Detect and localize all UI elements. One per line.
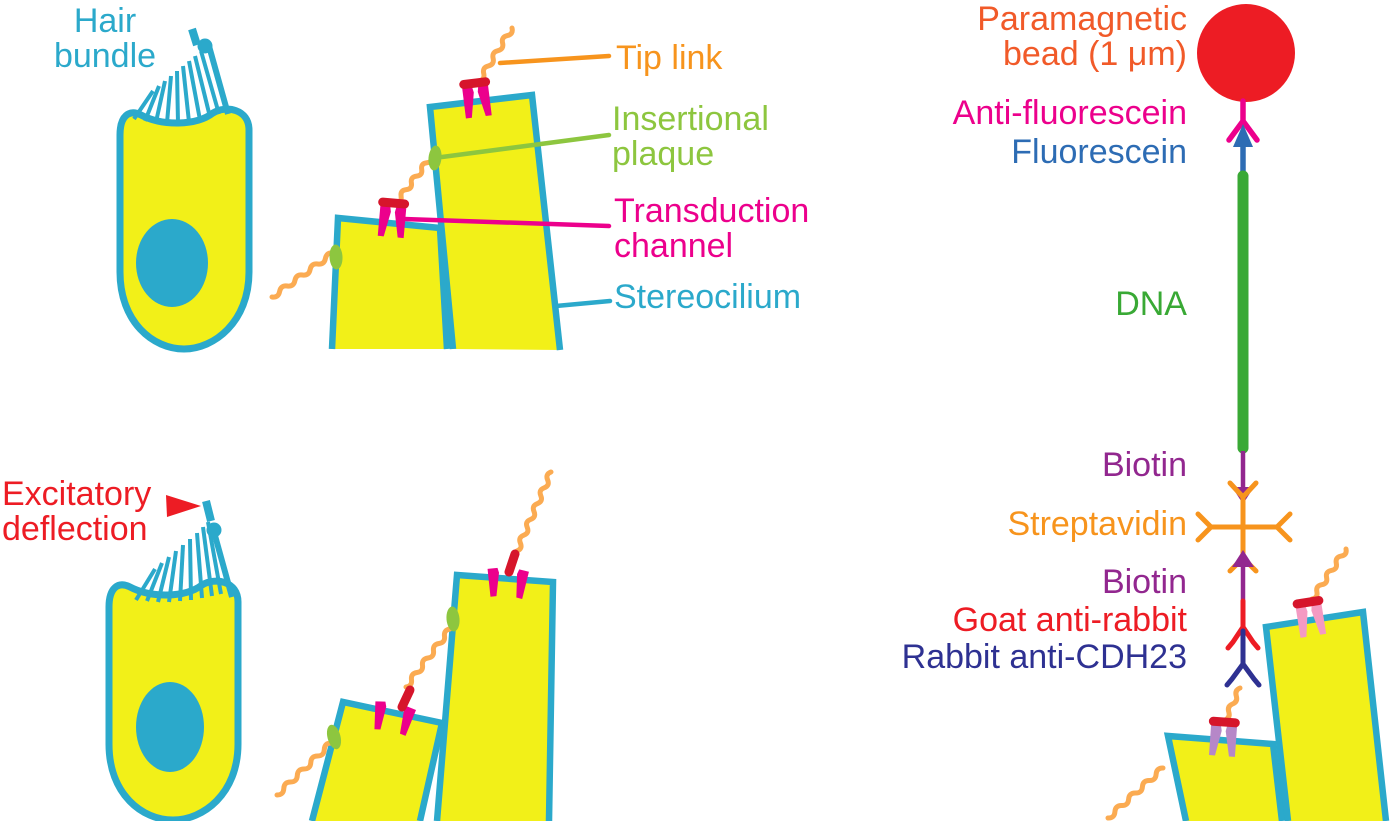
- kinocilium: [206, 45, 231, 115]
- hair-bundle-label-line1: Hair: [73, 2, 137, 40]
- transduction-channel-leader: [401, 216, 612, 229]
- rabbit-anti-cdh23-antibody: [1224, 628, 1262, 688]
- rabbit-anti-cdh23-label: Rabbit anti-CDH23: [901, 638, 1187, 676]
- anti-fluorescein-label: Anti-fluorescein: [952, 94, 1187, 132]
- hair-bundle-deflected: [134, 500, 235, 603]
- insertional-plaque: [326, 724, 342, 750]
- tip-link-coil: [476, 25, 515, 84]
- excitatory-deflection-label: Excitatory deflection: [2, 477, 151, 547]
- stereocilium-leader: [553, 298, 613, 309]
- transduction-channel-open: [374, 701, 417, 736]
- goat-anti-rabbit-antibody: [1225, 598, 1261, 651]
- paramagnetic-bead-label-line2: bead (1 μm): [1003, 35, 1187, 73]
- biotin-lower-label: Biotin: [1101, 563, 1187, 601]
- anti-fluorescein-antibody: [1226, 98, 1260, 143]
- tip-link-coil: [403, 626, 453, 690]
- tip-link-coil: [269, 250, 336, 300]
- goat-anti-rabbit-label: Goat anti-rabbit: [952, 601, 1187, 639]
- biotin-lower-arrowhead: [1232, 550, 1254, 567]
- tip-link-coil: [274, 740, 334, 798]
- transduction-channel-label: Transduction channel: [614, 194, 809, 264]
- tip-link-coil: [1222, 685, 1243, 723]
- tall-stereocilium: [1262, 608, 1390, 821]
- insertional-plaque-label-line1: Insertional: [612, 100, 769, 138]
- hair-bundle-label: Hair bundle: [24, 4, 186, 74]
- hair-bundle-stereocilia: [132, 27, 231, 124]
- fluorescein-label: Fluorescein: [1011, 133, 1187, 171]
- tall-stereocilium: [433, 571, 557, 821]
- kinocilium: [211, 531, 235, 598]
- nucleus: [136, 682, 204, 772]
- biotin-upper-label: Biotin: [1101, 446, 1187, 484]
- tip-link-label: Tip link: [616, 39, 723, 77]
- channel-gate-open: [504, 549, 520, 577]
- excitatory-deflection-label-line1: Excitatory: [2, 475, 152, 513]
- channel-gate-open: [397, 685, 415, 712]
- transduction-channel-pink: [1292, 596, 1327, 638]
- tip-link-leader: [497, 53, 612, 66]
- insertional-plaque-leader: [439, 132, 612, 160]
- tip-link-coil: [393, 153, 435, 206]
- kinocilium-bulb: [197, 38, 213, 54]
- hair-bundle-label-line2: bundle: [53, 37, 157, 75]
- insertional-plaque-label-line2: plaque: [612, 135, 715, 173]
- fluorescein-arrowhead: [1233, 124, 1253, 147]
- tip-link-coil: [1105, 765, 1166, 821]
- hair-cell-resting: [116, 27, 253, 353]
- transduction-channel-closed: [377, 197, 410, 239]
- tip-link-coil: [1309, 546, 1349, 602]
- stereocilium-label: Stereocilium: [614, 278, 802, 316]
- short-stereocilium: [328, 214, 451, 350]
- kinocilium-tip: [188, 27, 201, 47]
- nucleus: [136, 219, 208, 307]
- stereocilia-pair-deflected: [274, 469, 557, 821]
- kinocilium-tip: [202, 500, 215, 522]
- transduction-channel-label-line1: Transduction: [614, 192, 810, 230]
- insertional-plaque: [329, 244, 343, 270]
- excitatory-deflection-arrow: [166, 495, 201, 517]
- hair-cell-deflected: [105, 495, 242, 821]
- insertional-plaque: [428, 145, 442, 171]
- stereocilia-pair-tethered: [1105, 546, 1390, 821]
- transduction-channel-lilac: [1208, 716, 1240, 757]
- paramagnetic-bead-label: Paramagnetic bead (1 μm): [977, 2, 1187, 72]
- bead-tether-chain: [1195, 4, 1295, 688]
- short-stereocilium: [308, 698, 446, 821]
- tip-link-coil: [514, 469, 554, 554]
- dna-label: DNA: [1115, 285, 1187, 323]
- insertional-plaque-label: Insertional plaque: [612, 102, 769, 172]
- transduction-channel-label-line2: channel: [614, 227, 734, 265]
- insertional-plaque: [446, 606, 460, 632]
- kinocilium-bulb: [206, 522, 222, 538]
- transduction-channel-closed: [459, 77, 492, 119]
- excitatory-deflection-label-line2: deflection: [2, 510, 148, 548]
- paramagnetic-bead-label-line1: Paramagnetic: [977, 0, 1187, 38]
- paramagnetic-bead: [1197, 4, 1295, 102]
- transduction-channel-open: [487, 567, 529, 599]
- stereocilia-pair-resting: [269, 25, 613, 351]
- short-stereocilium: [1163, 732, 1286, 821]
- streptavidin-label: Streptavidin: [1007, 505, 1187, 543]
